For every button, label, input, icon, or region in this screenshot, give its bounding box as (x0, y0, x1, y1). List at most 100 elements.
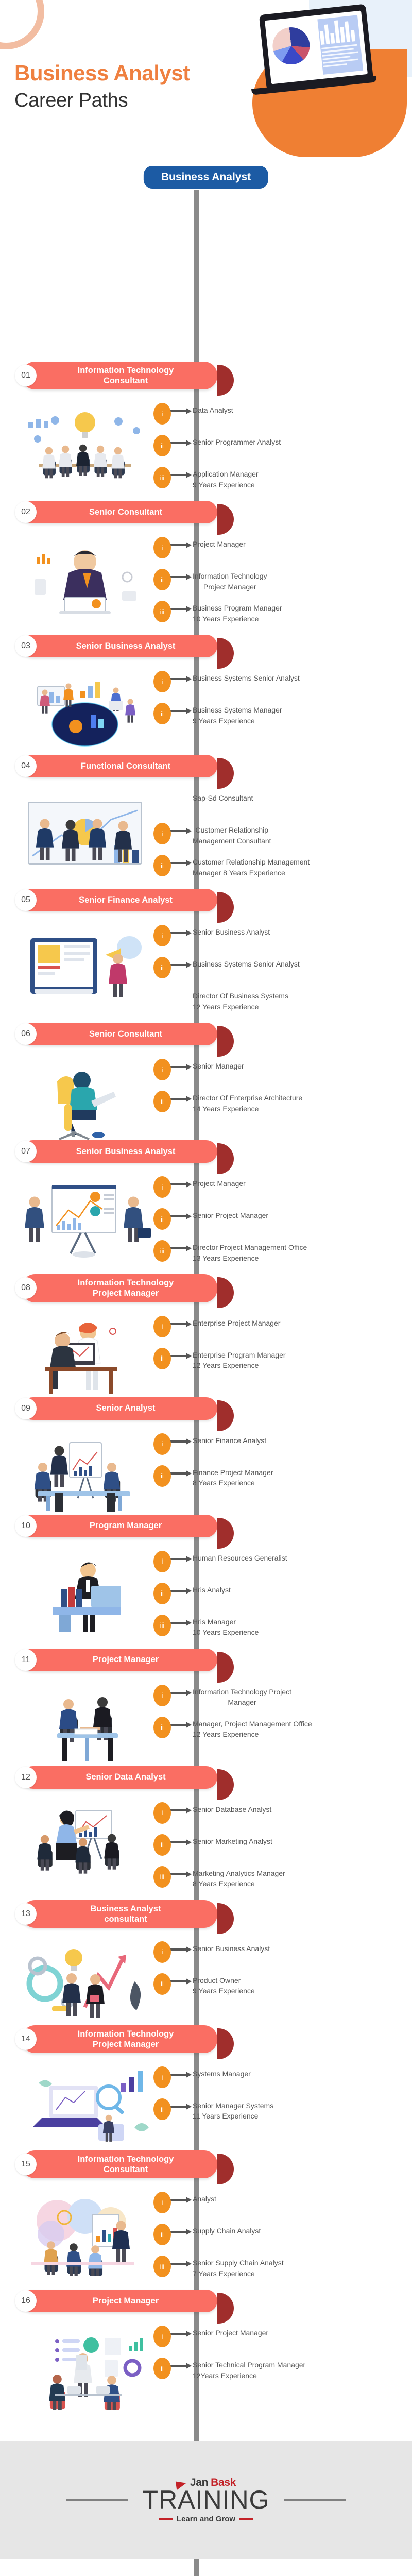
arrow-right-icon (170, 1062, 193, 1072)
marketing-megaphone-screen-illustration (0, 926, 170, 1006)
step-marker: i (153, 1941, 171, 1963)
arrow-right-icon (170, 674, 193, 684)
stage-banner-09[interactable]: 09 Senior Analyst (15, 1397, 234, 1431)
arrow-right-icon (170, 2102, 193, 2111)
team-working-with-laptops-icons-illustration (0, 2327, 170, 2410)
stage-title: Senior Data Analyst (85, 1772, 166, 1782)
stage-number-badge: 01 (15, 365, 37, 387)
step-marker: iii (153, 1866, 171, 1888)
step-label: Project Manager (193, 1179, 246, 1188)
step-label: Project Manager (193, 540, 246, 549)
step-marker: ii (153, 1208, 171, 1230)
step-marker: i (153, 1550, 171, 1572)
arrow-right-icon (170, 1212, 193, 1221)
step-label: Customer Relationship Management Consult… (193, 826, 271, 845)
stage-title: Senior Analyst (96, 1403, 156, 1413)
arrow-right-icon (170, 928, 193, 938)
step-marker: i (153, 1315, 171, 1337)
step-marker: i (153, 1433, 171, 1455)
career-step: i Business Systems Senior Analyst (153, 671, 412, 697)
step-label: Analyst (193, 2195, 216, 2204)
step-label: Business Systems Senior Analyst (193, 674, 300, 683)
arrow-right-icon (170, 572, 193, 582)
step-marker: i (153, 1802, 171, 1824)
step-label: Hris Analyst (193, 1585, 231, 1594)
stage-number-badge: 04 (15, 755, 37, 777)
stage-number-badge: 15 (15, 2154, 37, 2176)
stage-number-badge: 10 (15, 1515, 37, 1537)
graduation-cap-icon (175, 2480, 187, 2490)
stage-banner-15[interactable]: 15 Information Technology Consultant (15, 2150, 234, 2185)
step-label: Human Resources Generalist (193, 1553, 287, 1562)
step-label: Director Of Business Systems 12 Years Ex… (193, 992, 288, 1011)
stage-title: Information Technology Consultant (77, 2155, 174, 2175)
step-label: Business Systems Manager 9 Years Experie… (193, 706, 282, 725)
stage-number-badge: 14 (15, 2028, 37, 2050)
root-node-business-analyst[interactable]: Business Analyst (143, 166, 269, 189)
logo-dash-right (239, 2518, 253, 2520)
arrow-right-icon (170, 1618, 193, 1628)
arrow-right-icon (170, 2329, 193, 2338)
step-marker: ii (153, 2358, 171, 2380)
arrow-right-icon (170, 2259, 193, 2268)
career-step: iii Marketing Analytics Manager 8 Years E… (153, 1866, 412, 1892)
arrow-right-icon (170, 826, 193, 836)
step-label: Senior Manager Systems 11 Years Experien… (193, 2102, 274, 2121)
step-label: Director Project Management Office 13 Ye… (193, 1243, 307, 1262)
stage-number-badge: 09 (15, 1397, 37, 1419)
career-step: Director Of Business Systems 12 Years Ex… (170, 991, 412, 1014)
arrow-right-icon (170, 1870, 193, 1879)
step-marker: i (153, 1059, 171, 1081)
laptop-analytics-illustration (251, 4, 387, 105)
person-on-chair-with-laptop-illustration (0, 1060, 170, 1141)
step-label: Marketing Analytics Manager 8 Years Expe… (193, 1869, 285, 1888)
step-label: Director Of Enterprise Architecture 14 Y… (193, 1094, 303, 1113)
step-label: Systems Manager (193, 2070, 251, 2078)
logo-tagline: Learn and Grow (176, 2514, 236, 2523)
step-marker: i (153, 671, 171, 693)
arrow-right-icon (170, 1319, 193, 1329)
arrow-right-icon (170, 2227, 193, 2236)
